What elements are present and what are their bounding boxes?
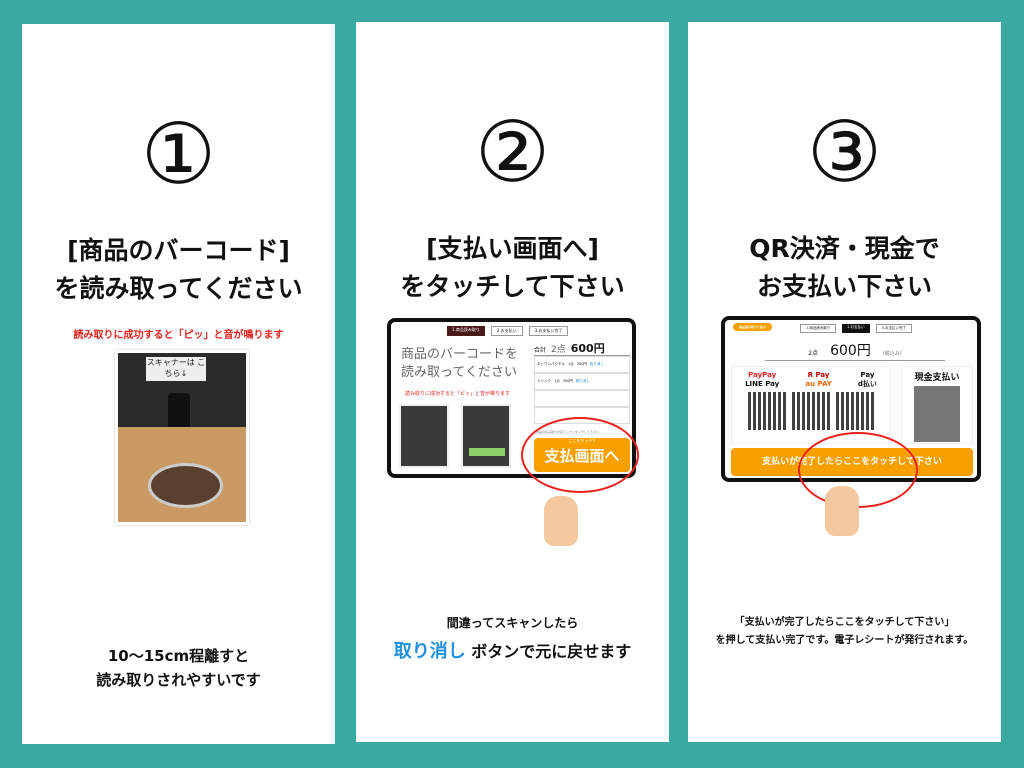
screen-heading: 商品のバーコードを [401, 347, 519, 362]
scan-note: 読み取りに成功すると「ピッ」と音が鳴ります [73, 330, 284, 341]
back-button[interactable]: 商品読み取りに戻る [733, 323, 773, 331]
total-amount: 600円 [830, 343, 871, 359]
step-title: [支払い画面へ] をタッチして下さい [356, 230, 669, 306]
paypay-logo: PayPay [748, 371, 777, 379]
linepay-logo: LINE Pay [745, 380, 780, 388]
step2-caption: 間違ってスキャンしたら 取り消し ボタンで元に戻せます [356, 614, 669, 663]
merpay-logo: Pay [860, 371, 875, 379]
aupay-logo: au PAY [805, 380, 832, 388]
scanner-sign: スキャナーは こちら↓ [146, 357, 206, 381]
cancel-link[interactable]: 取り消し [589, 362, 604, 366]
title-line: [支払い画面へ] [426, 234, 599, 263]
qr-code [836, 392, 874, 430]
step3-caption: 「支払いが完了したらここをタッチして下さい」 を押して支払い完了です。電子レシー… [688, 614, 1001, 650]
tab-scan: 1.商品読み取り [800, 324, 837, 333]
rakutenpay-logo: R Pay [807, 371, 830, 379]
step-number: ② [474, 103, 551, 201]
cancel-link[interactable]: 取り消し [575, 379, 590, 383]
qr-code [748, 392, 786, 430]
cash-section: 現金支払い [901, 366, 973, 444]
qr-code [792, 392, 830, 430]
highlight-circle [521, 417, 639, 493]
tab-done: 3.お支払い完了 [875, 324, 913, 333]
caption-line: 読み取りされやすいです [96, 671, 261, 689]
title-line: お支払い下さい [756, 272, 932, 301]
step1-panel: ① [商品のバーコード] を読み取ってください 読み取りに成功すると「ピッ」と音が… [22, 24, 335, 744]
cash-label: 現金支払い [914, 373, 960, 383]
step-title: QR決済・現金でお支払い下さい [688, 230, 1001, 306]
item-name: ドリンク [537, 379, 551, 383]
item-price: 300円 [562, 379, 573, 383]
tab-pay: 2.お支払い [842, 324, 870, 333]
title-line: をタッチして下さい [400, 272, 625, 301]
cancel-highlight: 取り消し [393, 641, 466, 662]
caption-line: 10〜15cm程離すと [107, 647, 250, 665]
title-line: を読み取ってください [54, 274, 303, 303]
item-price: 300円 [576, 362, 587, 366]
step1-caption: 10〜15cm程離すと読み取りされやすいです [22, 644, 335, 692]
caption-line: を押して支払い完了です。電子レシートが発行されます。 [715, 635, 974, 646]
tax-note: (税込み) [882, 351, 902, 357]
scanner-photo: スキャナーは こちら↓ [115, 350, 249, 525]
step-title: [商品のバーコード] を読み取ってください [22, 232, 335, 308]
step-number: ③ [806, 103, 883, 201]
item-qty: 1点 [568, 362, 574, 366]
title-line: [商品のバーコード] [67, 236, 290, 265]
item-count: 2点 [551, 345, 566, 355]
item-qty: 1点 [554, 379, 560, 383]
tab-scan: 1.商品読み取り [447, 326, 485, 336]
total-label: 合計 [534, 347, 547, 354]
tab-pay: 2.お支払い [490, 326, 523, 336]
step3-panel: ③ QR決済・現金でお支払い下さい 商品読み取りに戻る 1.商品読み取り 2.お… [688, 22, 1001, 742]
cash-machine-photo [914, 386, 960, 442]
item-name: ネトワンパクチル [537, 362, 565, 366]
screen-note: 読み取りに成功すると「ピッ」と音が鳴ります [405, 391, 511, 397]
caption-line: ボタンで元に戻せます [471, 642, 632, 661]
pointing-hand-icon [544, 496, 578, 546]
dbarai-logo: d払い [857, 380, 877, 388]
tab-done: 3.お支払い完了 [528, 326, 569, 336]
caption-line: 「支払いが完了したらここをタッチして下さい」 [734, 617, 955, 628]
screen-heading: 読み取ってください [401, 365, 517, 380]
title-line: QR決済・現金で [749, 234, 940, 263]
step2-panel: ② [支払い画面へ] をタッチして下さい 1.商品読み取り 2.お支払い 3.お支… [356, 22, 669, 742]
total-amount: 600円 [570, 342, 605, 355]
step-number: ① [140, 105, 217, 203]
pointing-hand-icon [825, 486, 859, 536]
caption-line: 間違ってスキャンしたら [446, 616, 579, 630]
item-count: 2点 [808, 350, 819, 357]
checkout-screen: 1.商品読み取り 2.お支払い 3.お支払い完了 商品のバーコードを読み取ってく… [387, 318, 636, 478]
